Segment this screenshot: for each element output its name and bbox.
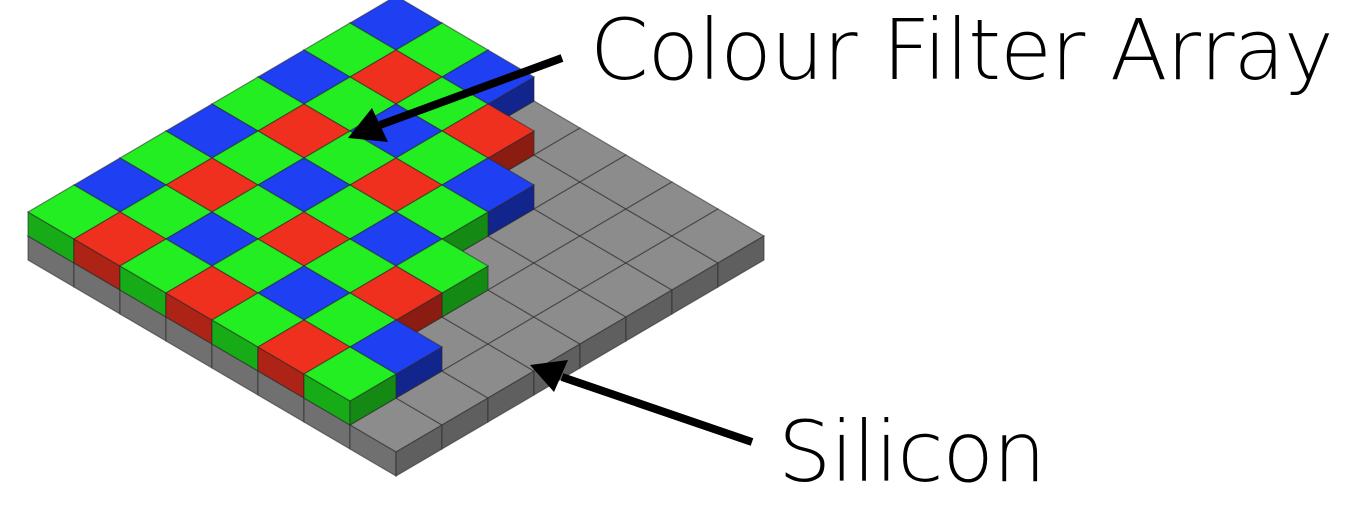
arrow-to-filter-head — [348, 108, 388, 142]
silicon-label: Silicon — [778, 403, 1046, 501]
colour-filter-array-label: Colour Filter Array — [590, 1, 1334, 99]
filter-cell — [302, 346, 398, 402]
silicon-side — [717, 234, 765, 289]
arrow-to-silicon-head — [530, 360, 568, 392]
arrow-to-silicon-shaft — [560, 373, 754, 446]
arrow-to-filter-shaft — [378, 54, 564, 129]
pointer-arrows — [348, 54, 754, 446]
